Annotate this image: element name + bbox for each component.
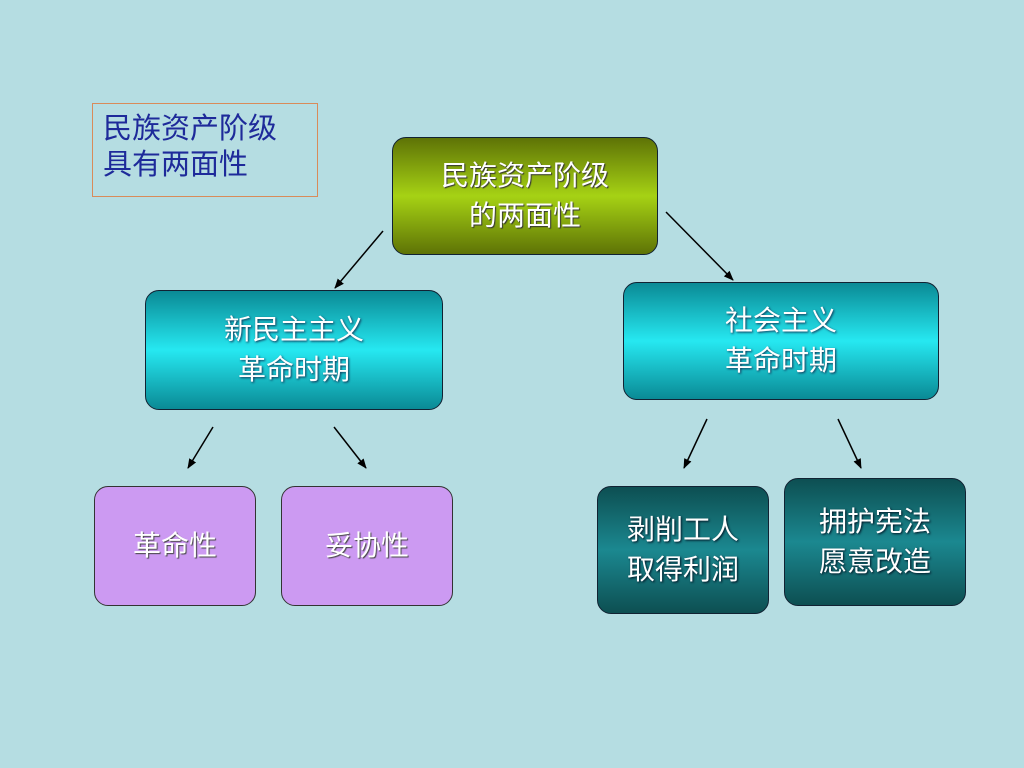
leaf-compromising-label: 妥协性 bbox=[324, 529, 409, 562]
right-branch-line-2: 革命时期 bbox=[724, 344, 837, 377]
leaf-revolutionary-node: 革命性 bbox=[94, 486, 256, 606]
right-branch-node: 社会主义 革命时期 bbox=[623, 282, 939, 400]
left-branch-line-1: 新民主主义 bbox=[223, 313, 364, 346]
left-branch-line-2: 革命时期 bbox=[237, 353, 350, 386]
left-branch-node: 新民主主义 革命时期 bbox=[145, 290, 443, 410]
arrow-root-to-left bbox=[334, 230, 384, 289]
root-node: 民族资产阶级 的两面性 bbox=[392, 137, 658, 255]
leaf-exploit-node: 剥削工人 取得利润 bbox=[597, 486, 769, 614]
arrow-left-to-leaf-a bbox=[187, 426, 214, 469]
note-line-1: 民族资产阶级 bbox=[103, 111, 278, 145]
root-line-2: 的两面性 bbox=[468, 199, 581, 232]
arrow-left-to-leaf-b bbox=[333, 426, 367, 469]
note-box: 民族资产阶级 具有两面性 bbox=[92, 103, 318, 197]
note-line-2: 具有两面性 bbox=[103, 147, 249, 181]
leaf-support-node: 拥护宪法 愿意改造 bbox=[784, 478, 966, 606]
right-branch-line-1: 社会主义 bbox=[724, 304, 837, 337]
leaf-support-line-1: 拥护宪法 bbox=[818, 505, 931, 538]
leaf-exploit-line-2: 取得利润 bbox=[626, 553, 739, 586]
arrow-right-to-leaf-d bbox=[837, 418, 862, 469]
leaf-exploit-line-1: 剥削工人 bbox=[626, 513, 739, 546]
leaf-compromising-node: 妥协性 bbox=[281, 486, 453, 606]
arrow-right-to-leaf-c bbox=[683, 418, 708, 469]
leaf-support-line-2: 愿意改造 bbox=[818, 545, 931, 578]
arrow-root-to-right bbox=[665, 211, 734, 281]
leaf-revolutionary-label: 革命性 bbox=[132, 529, 217, 562]
root-line-1: 民族资产阶级 bbox=[440, 159, 609, 192]
